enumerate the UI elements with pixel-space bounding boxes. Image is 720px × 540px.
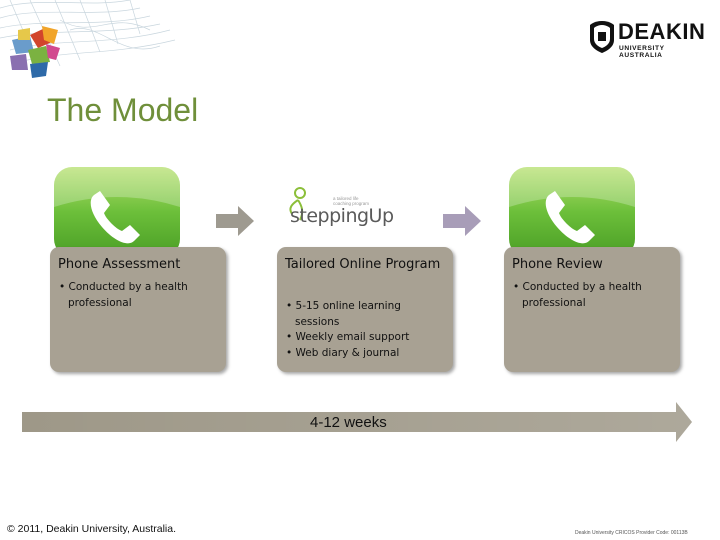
stepping-up-wordmark: steppingUp — [290, 205, 394, 227]
step-bullets: Conducted by a health professional — [59, 280, 219, 311]
step-card-tailored-online-program: Tailored Online Program 5-15 online lear… — [277, 247, 453, 372]
step-bullets: Conducted by a health professional — [513, 280, 673, 311]
decorative-corner-graphic — [0, 0, 176, 78]
flow-arrow-1 — [216, 206, 254, 236]
step-bullets: 5-15 online learning sessions Weekly ema… — [286, 299, 446, 361]
list-item: Conducted by a health professional — [513, 280, 673, 311]
timeline-arrow — [22, 402, 692, 442]
stepping-up-tagline: a tailored life coaching program — [333, 196, 370, 206]
list-item: Weekly email support — [286, 330, 446, 346]
step-title: Phone Review — [512, 257, 603, 272]
deakin-logo: DEAKIN UNIVERSITY AUSTRALIA — [588, 18, 708, 59]
stepping-up-figure-icon — [289, 187, 306, 221]
logo-subtitle: UNIVERSITY AUSTRALIA — [619, 45, 665, 59]
phone-icon — [509, 167, 635, 251]
timeline-label: 4-12 weeks — [310, 414, 387, 431]
phone-icon — [54, 167, 180, 251]
step-title: Phone Assessment — [58, 257, 181, 272]
flow-arrow-2 — [443, 206, 481, 236]
deakin-crest-icon — [590, 21, 614, 53]
slide-title: The Model — [47, 92, 199, 128]
step-card-phone-assessment: Phone Assessment Conducted by a health p… — [50, 247, 226, 372]
provider-code-text: Deakin University CRICOS Provider Code: … — [575, 530, 688, 536]
step-title: Tailored Online Program — [285, 257, 441, 272]
copyright-text: © 2011, Deakin University, Australia. — [7, 523, 177, 535]
list-item: Web diary & journal — [286, 346, 446, 362]
list-item: 5-15 online learning sessions — [286, 299, 446, 330]
step-card-phone-review: Phone Review Conducted by a health profe… — [504, 247, 680, 372]
logo-wordmark: DEAKIN — [618, 19, 706, 44]
list-item: Conducted by a health professional — [59, 280, 219, 311]
